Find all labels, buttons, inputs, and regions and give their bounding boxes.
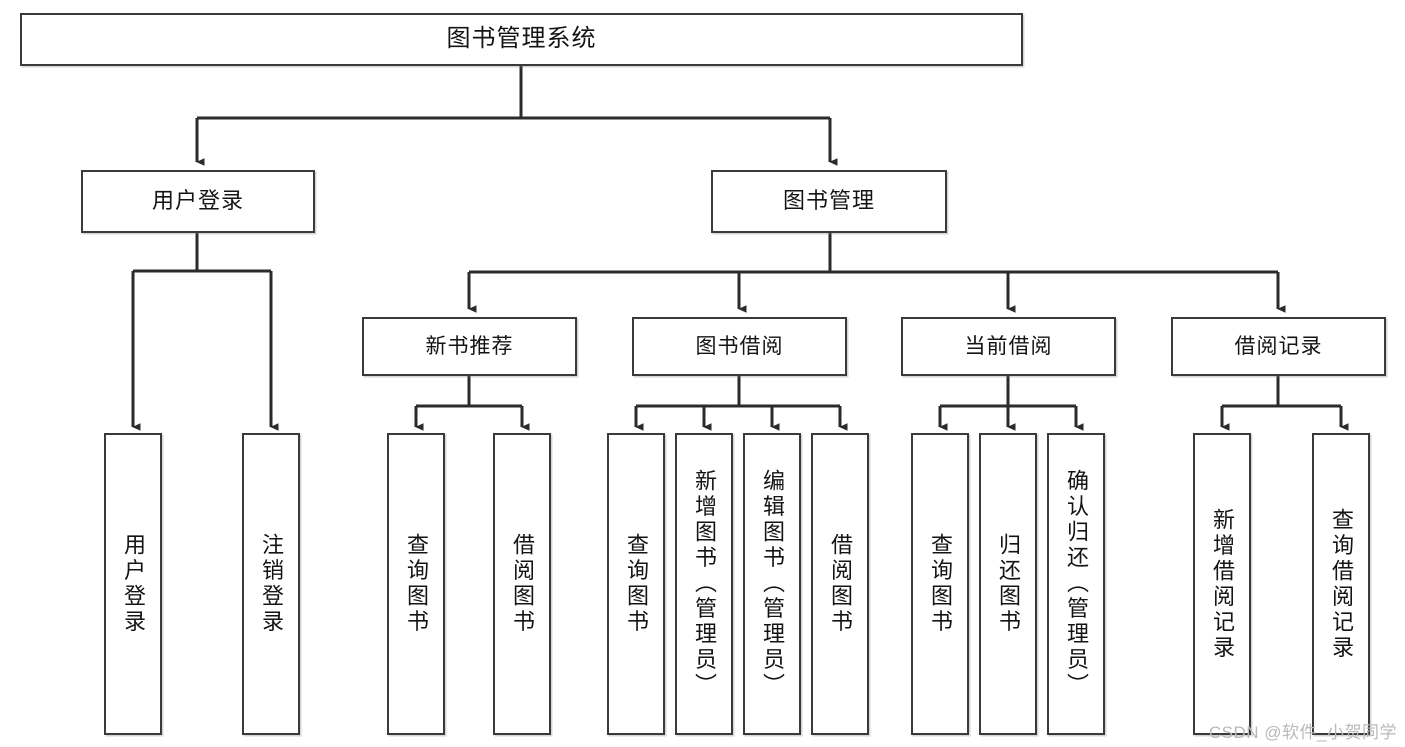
node-book-borrow[interactable]: 图书借阅: [632, 317, 847, 376]
node-root-system-label: 图书管理系统: [446, 25, 597, 53]
node-new-book-recommend[interactable]: 新书推荐: [362, 317, 577, 376]
node-leaf-user-login[interactable]: 用户登录: [104, 433, 162, 735]
node-leaf-return-book[interactable]: 归还图书: [979, 433, 1037, 735]
node-leaf-query-book-1[interactable]: 查询图书: [387, 433, 445, 735]
node-leaf-edit-book-admin[interactable]: 编辑图书（管理员）: [743, 433, 801, 735]
node-leaf-add-book-admin-label: 新增图书（管理员）: [692, 469, 717, 699]
csdn-watermark: CSDN @软件_小贺同学: [1208, 723, 1397, 742]
node-leaf-query-borrow-record[interactable]: 查询借阅记录: [1312, 433, 1370, 735]
node-user-login[interactable]: 用户登录: [81, 170, 315, 233]
node-leaf-confirm-return-admin[interactable]: 确认归还（管理员）: [1047, 433, 1105, 735]
node-leaf-edit-book-admin-label: 编辑图书（管理员）: [760, 469, 785, 699]
node-leaf-confirm-return-admin-label: 确认归还（管理员）: [1064, 469, 1089, 699]
node-leaf-user-login-label: 用户登录: [121, 533, 146, 635]
node-book-borrow-label: 图书借阅: [695, 334, 784, 358]
node-book-management-label: 图书管理: [782, 188, 875, 214]
node-leaf-query-book-3-label: 查询图书: [928, 533, 953, 635]
node-new-book-recommend-label: 新书推荐: [425, 334, 514, 358]
node-book-management[interactable]: 图书管理: [711, 170, 947, 233]
node-leaf-borrow-book-2-label: 借阅图书: [828, 533, 853, 635]
node-leaf-return-book-label: 归还图书: [996, 533, 1021, 635]
node-leaf-query-book-2[interactable]: 查询图书: [607, 433, 665, 735]
node-leaf-borrow-book-1-label: 借阅图书: [510, 533, 535, 635]
node-leaf-logout-login-label: 注销登录: [259, 533, 284, 635]
node-borrow-record-label: 借阅记录: [1234, 334, 1323, 358]
node-leaf-query-borrow-record-label: 查询借阅记录: [1329, 507, 1354, 661]
node-leaf-query-book-2-label: 查询图书: [624, 533, 649, 635]
node-leaf-borrow-book-1[interactable]: 借阅图书: [493, 433, 551, 735]
node-root-system[interactable]: 图书管理系统: [20, 13, 1023, 66]
node-user-login-label: 用户登录: [151, 188, 244, 214]
node-borrow-record[interactable]: 借阅记录: [1171, 317, 1386, 376]
node-leaf-logout-login[interactable]: 注销登录: [242, 433, 300, 735]
node-current-borrow-label: 当前借阅: [964, 334, 1053, 358]
node-leaf-query-book-1-label: 查询图书: [404, 533, 429, 635]
node-leaf-add-book-admin[interactable]: 新增图书（管理员）: [675, 433, 733, 735]
node-current-borrow[interactable]: 当前借阅: [901, 317, 1116, 376]
node-leaf-query-book-3[interactable]: 查询图书: [911, 433, 969, 735]
node-leaf-add-borrow-record[interactable]: 新增借阅记录: [1193, 433, 1251, 735]
node-leaf-borrow-book-2[interactable]: 借阅图书: [811, 433, 869, 735]
node-leaf-add-borrow-record-label: 新增借阅记录: [1210, 507, 1235, 661]
